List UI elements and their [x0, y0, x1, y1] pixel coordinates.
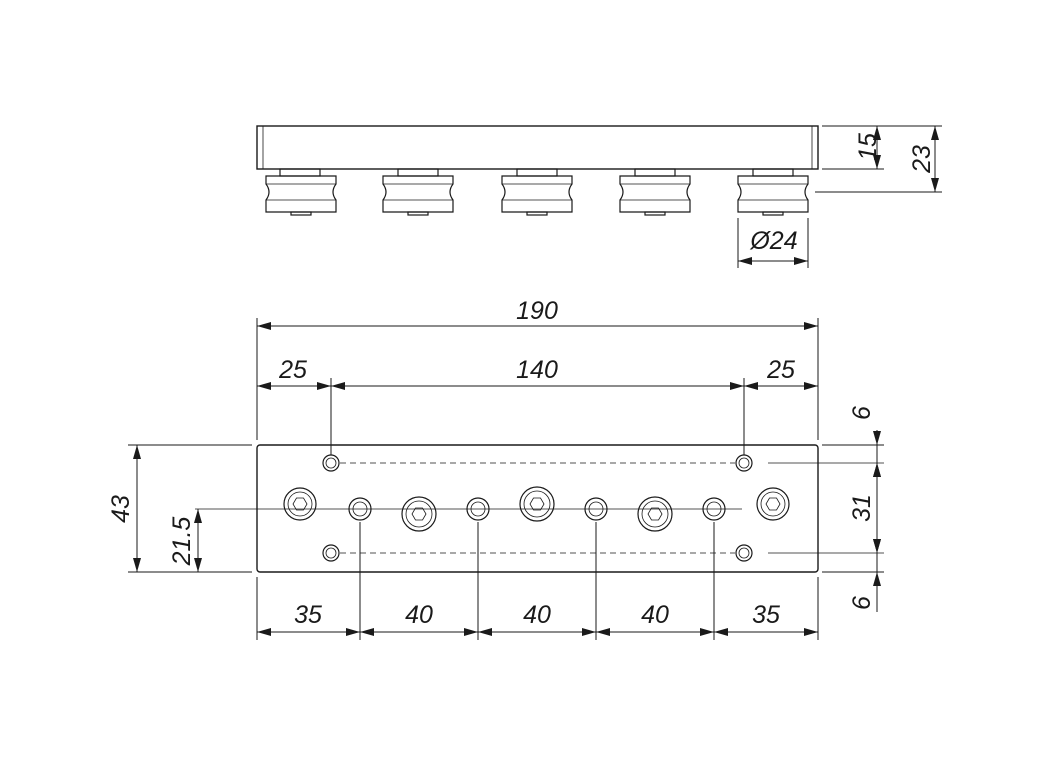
side-view: 15 23 Ø24	[256, 125, 942, 268]
center-bolt-1	[401, 496, 437, 532]
end-bolt-right	[756, 487, 790, 521]
through-hole-2	[466, 497, 490, 521]
center-bolt-3	[637, 496, 673, 532]
dimension-25-right-label: 25	[766, 356, 795, 384]
side-view-plate	[256, 125, 819, 170]
dimension-140: 140	[331, 356, 744, 390]
dimension-43: 43	[107, 445, 141, 572]
side-view-roller-1	[265, 168, 337, 216]
dimension-6-bottom: 6	[848, 539, 881, 610]
through-hole-4	[702, 497, 726, 521]
corner-hole-bottom-right	[735, 544, 753, 562]
dimension-roller-diameter-label: Ø24	[749, 227, 797, 255]
dimension-21-5: 21.5	[168, 509, 202, 572]
side-view-roller-2	[382, 168, 454, 216]
dimension-31-label: 31	[848, 494, 876, 522]
dimension-roller-diameter: Ø24	[737, 218, 809, 268]
dimension-21-5-label: 21.5	[168, 517, 196, 567]
dimension-40-second-label: 40	[523, 601, 551, 629]
through-hole-3	[584, 497, 608, 521]
dimension-40-third: 40	[596, 601, 714, 636]
dimension-6-top-label: 6	[848, 406, 876, 420]
dimension-35-left: 35	[257, 601, 360, 636]
corner-hole-bottom-left	[322, 544, 340, 562]
dimension-6-bottom-label: 6	[848, 596, 876, 610]
top-view: 190 25 140 25 43	[107, 297, 884, 640]
dimension-35-right: 35	[714, 601, 818, 636]
dimension-40-first: 40	[360, 601, 478, 636]
dimension-43-label: 43	[107, 495, 135, 523]
dimension-25-right: 25	[744, 356, 818, 390]
dimension-25-left: 25	[257, 356, 331, 390]
side-view-roller-5	[737, 168, 809, 216]
dimension-190-label: 190	[516, 297, 558, 325]
dimension-15: 15	[822, 125, 884, 170]
dimension-35-right-label: 35	[752, 601, 780, 629]
center-bolt-2	[519, 486, 555, 522]
dimension-140-label: 140	[516, 356, 558, 384]
end-bolt-left	[283, 487, 317, 521]
dimension-40-third-label: 40	[641, 601, 669, 629]
dimension-15-label: 15	[854, 133, 882, 161]
dimension-23-label: 23	[908, 145, 936, 174]
dimension-40-first-label: 40	[405, 601, 433, 629]
dimension-40-second: 40	[478, 601, 596, 636]
dimension-190: 190	[257, 297, 818, 330]
through-hole-1	[348, 497, 372, 521]
dimension-35-left-label: 35	[294, 601, 322, 629]
dimension-25-left-label: 25	[278, 356, 307, 384]
top-view-plate	[256, 444, 819, 573]
side-view-roller-3	[501, 168, 573, 216]
dimension-23: 23	[815, 125, 942, 193]
side-view-roller-4	[619, 168, 691, 216]
